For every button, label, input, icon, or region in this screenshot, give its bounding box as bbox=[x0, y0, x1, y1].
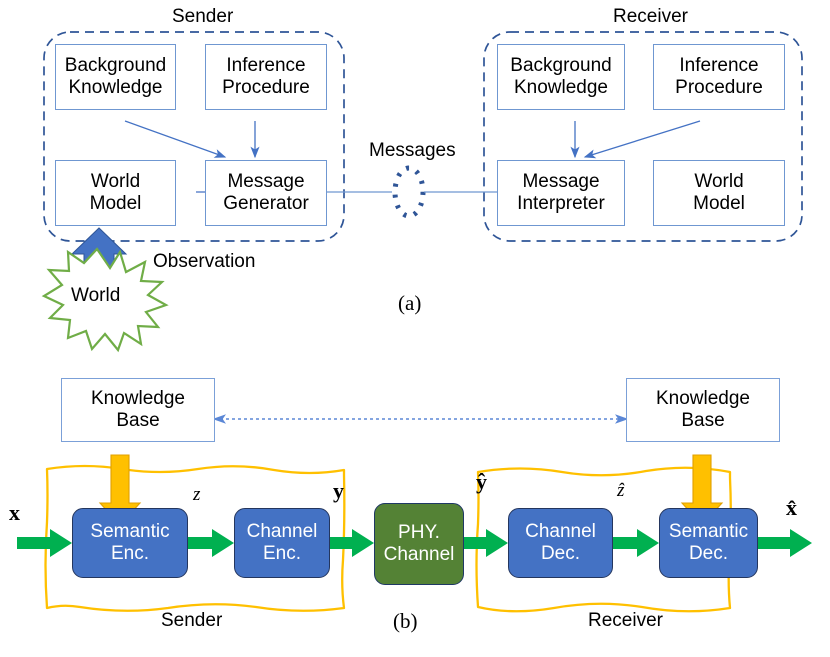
signal-label-x-hat: x̂ bbox=[786, 495, 797, 520]
signal-label-y: y bbox=[333, 478, 344, 503]
flow-arrow-x-icon bbox=[17, 529, 72, 557]
signal-label-z: z bbox=[193, 484, 201, 505]
world-label: World bbox=[71, 285, 121, 306]
messages-label: Messages bbox=[369, 140, 456, 161]
signal-label-y-hat: ŷ bbox=[476, 469, 487, 494]
flow-arrow-yhat-icon bbox=[464, 529, 508, 557]
panel-caption-b: (b) bbox=[393, 609, 418, 633]
observation-label: Observation bbox=[153, 251, 256, 272]
signal-label-x: x bbox=[9, 500, 20, 525]
panel-caption-a: (a) bbox=[398, 291, 422, 315]
sender-label-b: Sender bbox=[161, 610, 223, 631]
receiver-label-b: Receiver bbox=[588, 610, 663, 631]
messages-ellipse-icon bbox=[392, 165, 426, 219]
observation-arrow-icon bbox=[70, 227, 128, 283]
sender-title-a: Sender bbox=[172, 6, 234, 27]
block-phy-channel[interactable]: PHY.Channel bbox=[374, 503, 464, 585]
receiver-title-a: Receiver bbox=[613, 6, 688, 27]
flow-arrow-xhat-icon bbox=[758, 529, 812, 557]
flow-arrow-y-icon bbox=[330, 529, 374, 557]
signal-label-z-hat: ẑ bbox=[617, 480, 625, 501]
flow-arrow-zhat-icon bbox=[613, 529, 659, 557]
flow-arrow-z-icon bbox=[188, 529, 234, 557]
